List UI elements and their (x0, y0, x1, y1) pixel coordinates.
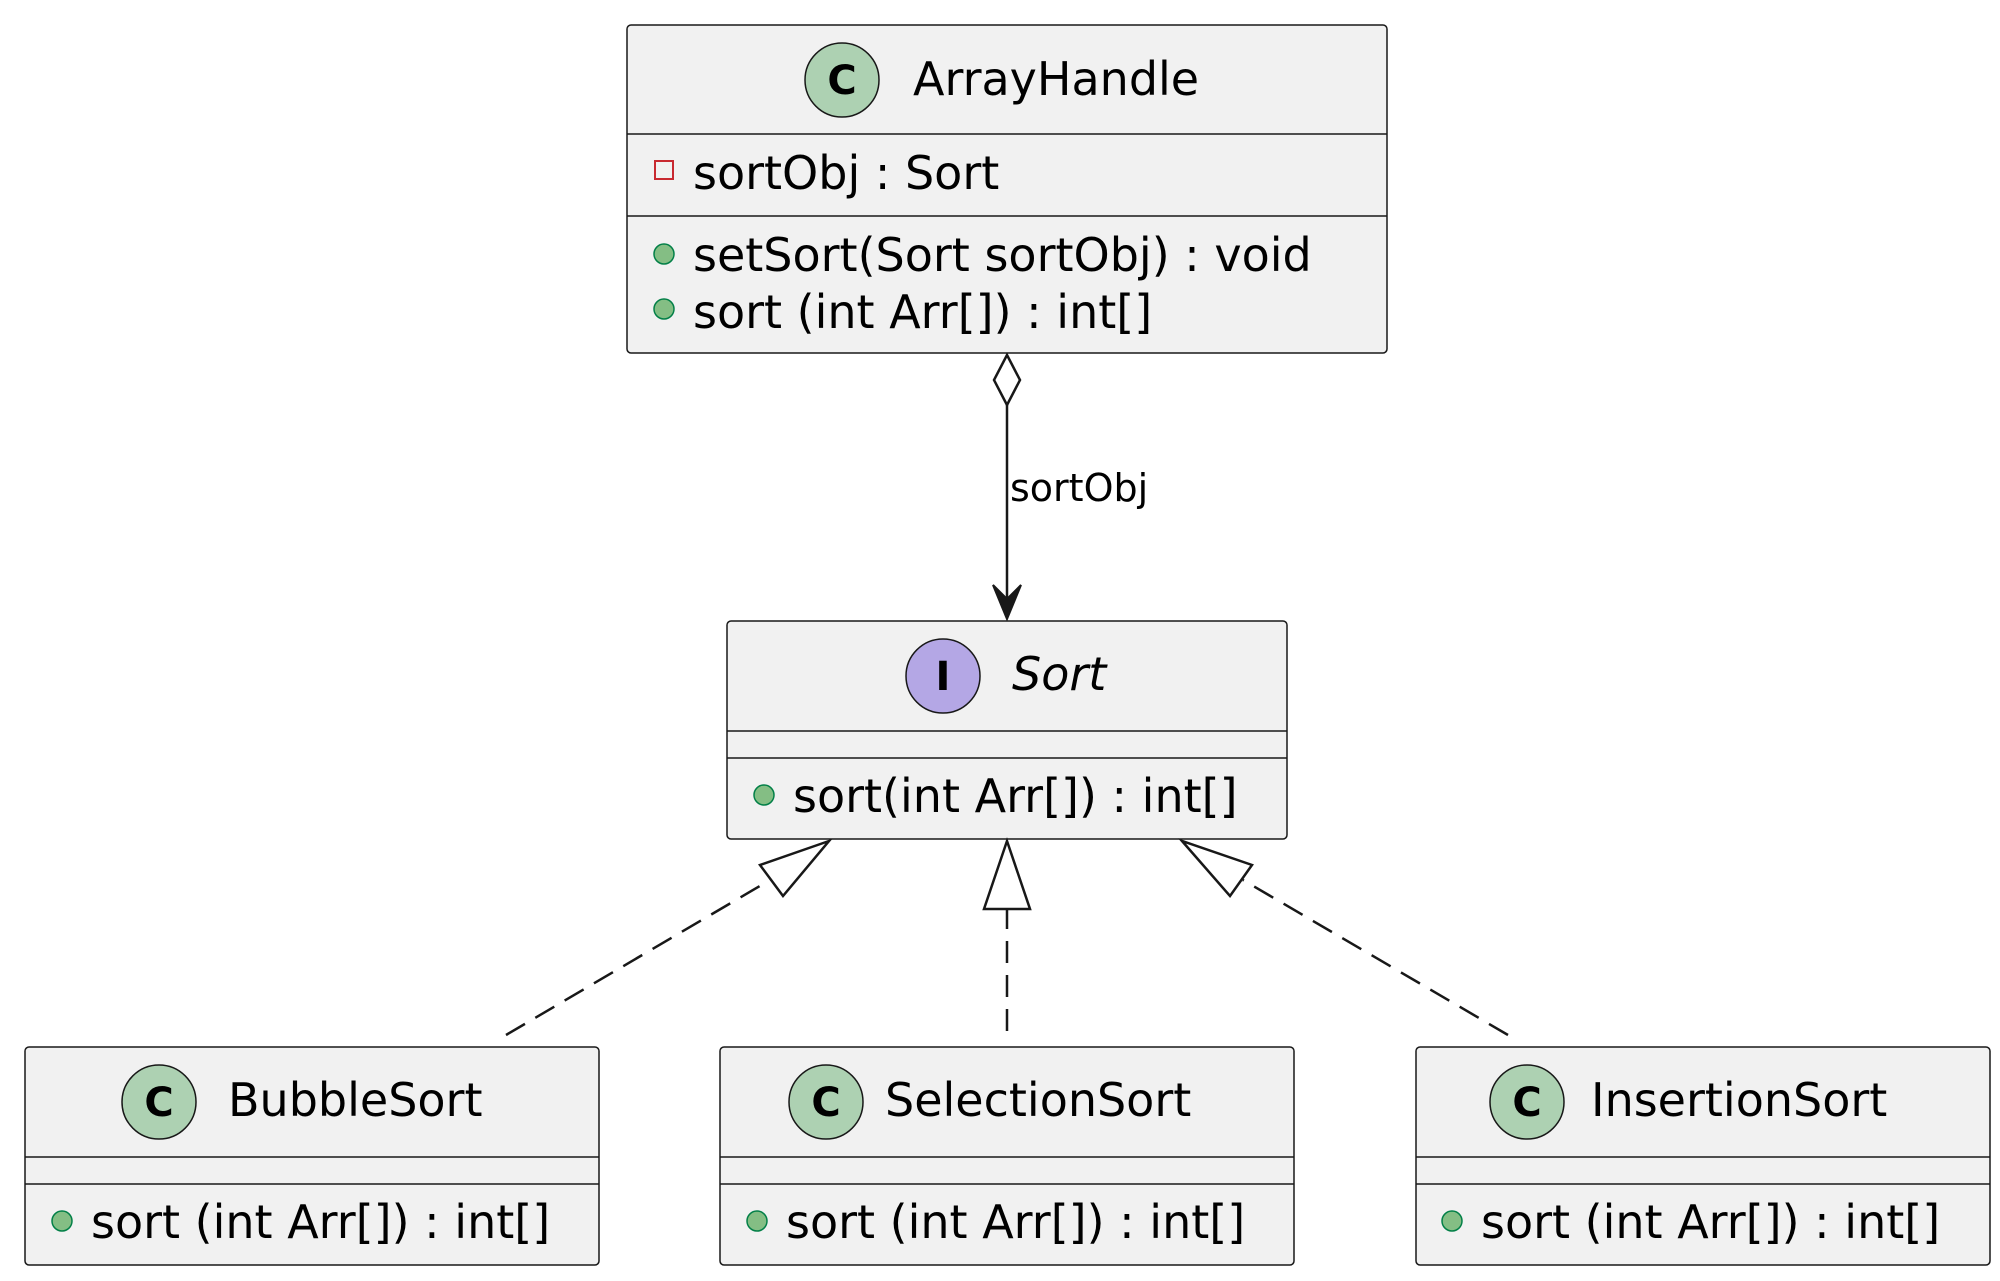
method-sort: sort(int Arr[]) : int[] (793, 769, 1238, 823)
interface-sort-title: Sort (1012, 647, 1108, 701)
class-insertionsort-title: InsertionSort (1591, 1073, 1887, 1127)
public-visibility-icon (653, 298, 675, 320)
class-bubblesort[interactable]: C BubbleSort sort (int Arr[]) : int[] (24, 1046, 600, 1266)
method-setsort: setSort(Sort sortObj) : void (693, 228, 1312, 282)
class-badge-icon (804, 42, 880, 118)
realization-bubblesort-sort (505, 838, 833, 1037)
interface-sort[interactable]: I Sort sort(int Arr[]) : int[] (726, 620, 1288, 840)
aggregation-label: sortObj (1010, 466, 1148, 510)
realization-arrowhead-icon (1177, 838, 1254, 899)
class-selectionsort-title: SelectionSort (885, 1073, 1191, 1127)
class-insertionsort[interactable]: C InsertionSort sort (int Arr[]) : int[] (1415, 1046, 1991, 1266)
interface-badge-icon (905, 638, 981, 714)
realization-line (1242, 878, 1509, 1037)
class-badge-letter: C (811, 1080, 840, 1126)
class-arrayhandle[interactable]: C ArrayHandle sortObj : Sort setSort(Sor… (626, 24, 1388, 354)
method-sort: sort (int Arr[]) : int[] (1481, 1195, 1940, 1249)
class-badge-icon (121, 1064, 197, 1140)
arrowhead-icon (992, 584, 1022, 622)
public-visibility-icon (653, 243, 675, 265)
class-selectionsort[interactable]: C SelectionSort sort (int Arr[]) : int[] (719, 1046, 1295, 1266)
realization-line (505, 878, 771, 1037)
class-badge-letter: C (827, 58, 856, 104)
realization-selectionsort-sort (982, 837, 1032, 1031)
public-visibility-icon (746, 1210, 768, 1232)
class-badge-letter: C (144, 1080, 173, 1126)
realization-arrowhead-icon (982, 837, 1032, 911)
method-sort: sort (int Arr[]) : int[] (91, 1195, 550, 1249)
aggregation-arrayhandle-sort: sortObj (992, 352, 1148, 622)
aggregation-diamond-icon (992, 352, 1022, 408)
class-badge-icon (788, 1064, 864, 1140)
interface-badge-letter: I (936, 654, 951, 700)
field-sortobj: sortObj : Sort (693, 146, 999, 200)
realization-arrowhead-icon (757, 838, 833, 899)
public-visibility-icon (1441, 1210, 1463, 1232)
realization-insertionsort-sort (1177, 838, 1509, 1037)
method-sort: sort (int Arr[]) : int[] (693, 285, 1152, 339)
class-bubblesort-title: BubbleSort (228, 1073, 482, 1127)
public-visibility-icon (51, 1210, 73, 1232)
method-sort: sort (int Arr[]) : int[] (786, 1195, 1245, 1249)
class-badge-icon (1489, 1064, 1565, 1140)
private-visibility-icon (654, 160, 674, 180)
class-arrayhandle-title: ArrayHandle (913, 52, 1199, 106)
public-visibility-icon (753, 784, 775, 806)
class-badge-letter: C (1512, 1080, 1541, 1126)
